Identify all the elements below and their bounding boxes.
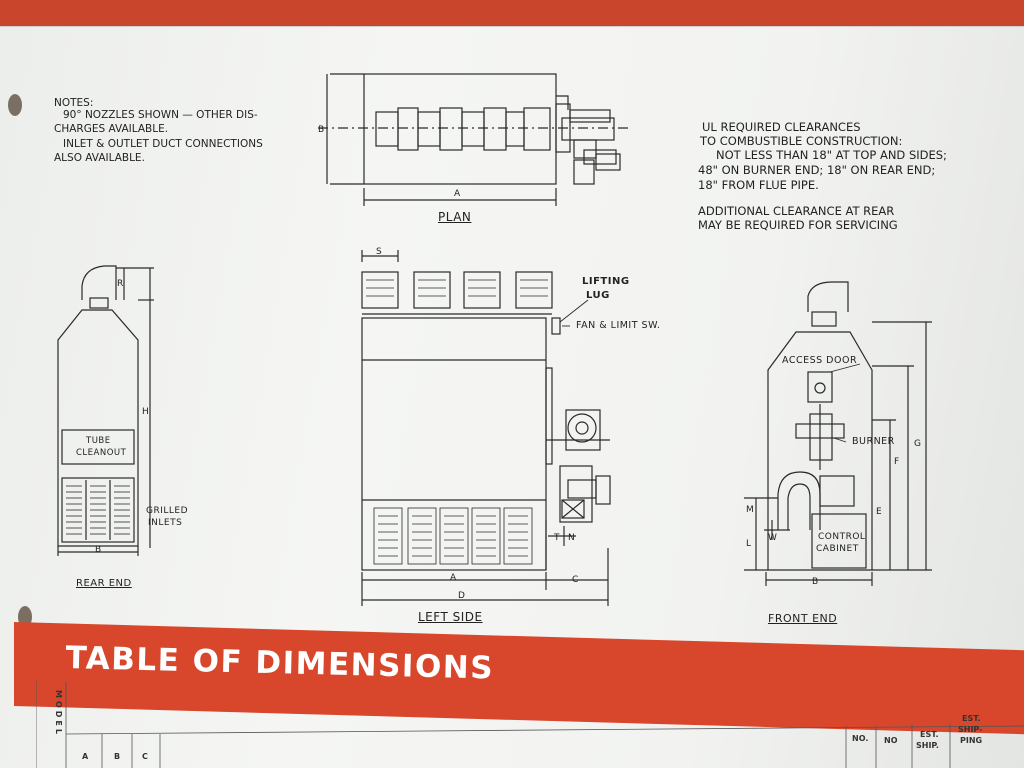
notes-line-2: CHARGES AVAILABLE.: [54, 123, 169, 135]
dim-f: F: [894, 457, 899, 467]
rear-end-view-drawing: [57, 265, 154, 556]
table-col-a: A: [82, 752, 89, 761]
control-cabinet-label-2: CABINET: [816, 544, 859, 554]
table-col-b: B: [114, 752, 121, 761]
dim-g: G: [914, 439, 921, 449]
dim-s: S: [376, 247, 382, 257]
dimensions-table: MODEL A B C NO. NO EST. SHIP. EST. SHIP-…: [36, 674, 1024, 768]
table-col-est-shipping-2: SHIP-: [958, 725, 983, 734]
clearances-line-4: 48" ON BURNER END; 18" ON REAR END;: [698, 163, 936, 177]
notes-line-4: ALSO AVAILABLE.: [54, 152, 145, 164]
dim-w: W: [768, 533, 777, 543]
dim-r: R: [117, 279, 123, 289]
table-grid: [36, 680, 1024, 768]
clearances-line-2: TO COMBUSTIBLE CONSTRUCTION:: [700, 134, 903, 148]
clearances-line-1: UL REQUIRED CLEARANCES: [702, 120, 861, 134]
fan-limit-switch-label: FAN & LIMIT SW.: [576, 320, 661, 331]
dim-a-side: A: [450, 573, 457, 583]
clearances-line-3: NOT LESS THAN 18" AT TOP AND SIDES;: [716, 148, 947, 162]
table-col-est-ship-1: EST.: [920, 730, 939, 739]
rear-grille-lines: [66, 485, 130, 535]
notes-line-1: 90° NOZZLES SHOWN — OTHER DIS-: [63, 109, 258, 121]
grilled-inlets-label-2: INLETS: [148, 518, 183, 528]
dim-b-plan: B: [318, 125, 324, 135]
table-col-no-2: NO: [884, 736, 898, 745]
access-door-label: ACCESS DOOR: [782, 355, 858, 366]
dim-l: L: [746, 539, 751, 549]
notes-heading: NOTES:: [54, 97, 94, 109]
top-red-band: [0, 0, 1024, 30]
tube-cleanout-label-2: CLEANOUT: [76, 448, 127, 458]
burner-label: BURNER: [852, 436, 895, 447]
dim-n: N: [568, 533, 575, 543]
left-side-view-drawing: [361, 250, 611, 606]
table-col-c: C: [142, 752, 148, 761]
binder-hole-top: [8, 94, 22, 116]
clearances-line-7: MAY BE REQUIRED FOR SERVICING: [698, 218, 898, 232]
lifting-lug-label-2: LUG: [586, 290, 610, 301]
table-col-no-1: NO.: [852, 734, 869, 743]
front-end-view-title: FRONT END: [768, 612, 838, 625]
dim-h: H: [142, 407, 149, 417]
dim-b-rear: B: [95, 545, 101, 555]
table-col-est-shipping-1: EST.: [962, 714, 981, 723]
control-cabinet-label-1: CONTROL: [818, 532, 866, 542]
table-col-est-ship-2: SHIP.: [916, 741, 939, 750]
dim-m: M: [746, 505, 754, 515]
clearances-line-6: ADDITIONAL CLEARANCE AT REAR: [698, 204, 895, 218]
dim-a-plan: A: [454, 189, 461, 199]
dimension-letters: B A R H B S A C D T N G F E M L W B: [95, 125, 921, 601]
dim-b-front: B: [812, 577, 818, 587]
rear-end-view-title: REAR END: [76, 578, 132, 589]
dim-t: T: [553, 533, 560, 543]
clearances-line-5: 18" FROM FLUE PIPE.: [698, 178, 819, 192]
table-col-est-shipping-3: PING: [960, 736, 983, 745]
table-model-header: MODEL: [54, 690, 63, 737]
notes-line-3: INLET & OUTLET DUCT CONNECTIONS: [63, 138, 263, 150]
dim-d: D: [458, 591, 465, 601]
lifting-lug-label-1: LIFTING: [582, 276, 630, 287]
left-side-grille-and-vents: [366, 279, 548, 565]
left-side-view-title: LEFT SIDE: [418, 610, 483, 624]
dim-c: C: [572, 575, 578, 585]
plan-view-drawing: [318, 73, 630, 206]
dim-e: E: [876, 507, 882, 517]
tube-cleanout-label-1: TUBE: [86, 436, 111, 446]
plan-view-title: PLAN: [438, 210, 472, 224]
front-end-view-drawing: [744, 281, 932, 586]
grilled-inlets-label-1: GRILLED: [146, 506, 189, 516]
